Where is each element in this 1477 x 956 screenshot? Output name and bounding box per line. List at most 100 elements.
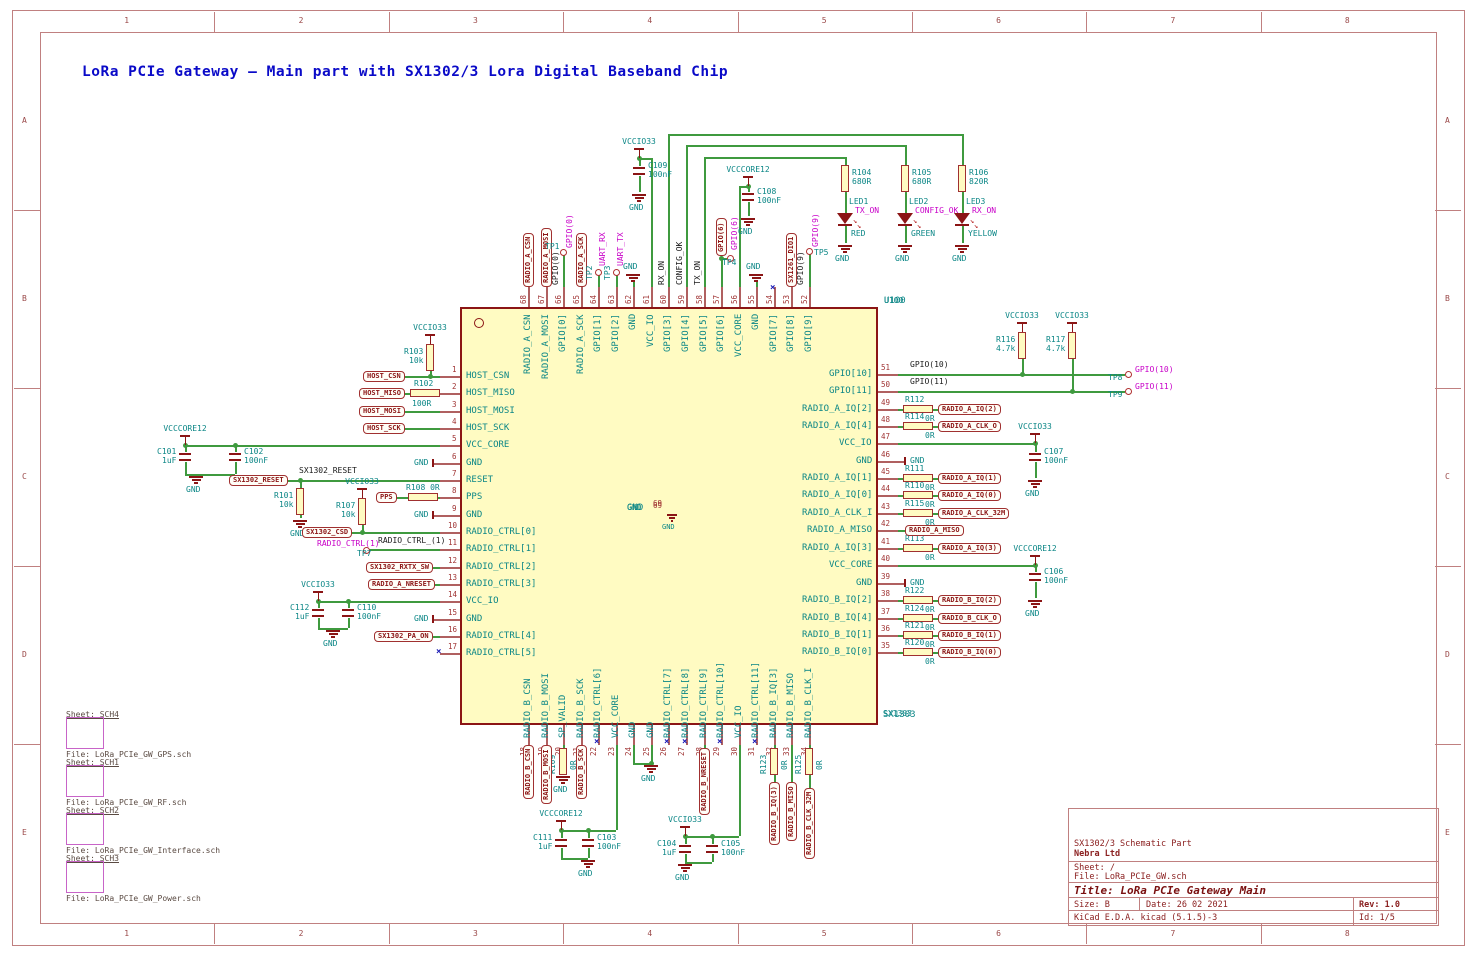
resistor-R103[interactable] <box>426 344 434 371</box>
capacitor-C110[interactable] <box>342 609 354 611</box>
power-flag-VCCIO33[interactable] <box>634 148 644 150</box>
hier-label-RADIO_A_CLK_32M[interactable]: RADIO_A_CLK_32M <box>938 507 1010 519</box>
hier-label-RADIO_A_IQ(2)[interactable]: RADIO_A_IQ(2) <box>938 403 1001 415</box>
power-flag-VCCIO33[interactable] <box>357 488 367 490</box>
hier-label-SX1302_CSD[interactable]: SX1302_CSD <box>302 526 353 538</box>
sheet-box[interactable] <box>66 717 104 749</box>
flag-label-UART_TX[interactable]: UART_TX <box>616 232 625 266</box>
gnd-symbol[interactable] <box>293 520 307 522</box>
hier-label-RADIO_B_CSN[interactable]: RADIO_B_CSN <box>523 744 534 799</box>
capacitor-C108[interactable] <box>742 193 754 195</box>
flag-label-GPIO(9)[interactable]: GPIO(9) <box>811 213 820 247</box>
pin-number[interactable]: 14 <box>448 590 458 599</box>
capacitor-C108[interactable] <box>742 199 754 201</box>
hier-label-RADIO_B_SCK[interactable]: RADIO_B_SCK <box>576 744 587 799</box>
testpoint[interactable] <box>559 248 567 256</box>
gnd-symbol[interactable] <box>581 860 595 862</box>
pin-number[interactable]: 68 <box>519 294 528 304</box>
hier-label-HOST_MISO[interactable]: HOST_MISO <box>359 387 405 399</box>
sheet-name[interactable]: Sheet: SCH3 <box>66 854 119 863</box>
pin-number[interactable]: 6 <box>452 452 457 461</box>
pin-number[interactable]: 24 <box>624 746 633 756</box>
net-label-GPIO(10)[interactable]: GPIO(10) <box>910 360 949 369</box>
testpoint[interactable] <box>1124 370 1132 378</box>
hier-label-RADIO_A_NRESET[interactable]: RADIO_A_NRESET <box>368 578 436 590</box>
hier-label-RADIO_B_MOSI[interactable]: RADIO_B_MOSI <box>541 745 552 804</box>
power-flag-VCCIO33[interactable] <box>1030 433 1040 435</box>
capacitor-C112[interactable] <box>312 609 324 611</box>
pin-number[interactable]: 56 <box>730 294 739 304</box>
pin-number[interactable]: 13 <box>448 573 458 582</box>
capacitor-C103[interactable] <box>582 845 594 847</box>
gnd-flag[interactable] <box>904 457 906 465</box>
pin-number[interactable]: 49 <box>881 398 891 407</box>
pin-number[interactable]: 60 <box>659 294 668 304</box>
capacitor-C102[interactable] <box>229 453 241 455</box>
pin-number[interactable]: 58 <box>695 294 704 304</box>
resistor-R109[interactable] <box>559 748 567 775</box>
pin-number[interactable]: 11 <box>448 538 458 547</box>
resistor-R102[interactable] <box>410 389 440 397</box>
resistor-R106[interactable] <box>958 165 966 192</box>
flag-label-GPIO(11)[interactable]: GPIO(11) <box>1135 382 1174 391</box>
pin-number[interactable]: 38 <box>881 589 891 598</box>
resistor-R113[interactable] <box>903 544 933 552</box>
gnd-symbol[interactable] <box>626 274 640 276</box>
capacitor-C103[interactable] <box>582 839 594 841</box>
hier-label-HOST_MOSI[interactable]: HOST_MOSI <box>359 405 405 417</box>
capacitor-C107[interactable] <box>1029 459 1041 461</box>
pin-number[interactable]: 36 <box>881 624 891 633</box>
hier-label-RADIO_B_CLK_O[interactable]: RADIO_B_CLK_O <box>938 612 1001 624</box>
sheet-name[interactable]: Sheet: SCH2 <box>66 806 119 815</box>
pin-number[interactable]: 39 <box>881 572 891 581</box>
pin-number[interactable]: 16 <box>448 625 458 634</box>
flag-label-GPIO(0)[interactable]: GPIO(0) <box>565 214 574 248</box>
resistor-R104[interactable] <box>841 165 849 192</box>
resistor-R124[interactable] <box>903 614 933 622</box>
gnd-symbol[interactable] <box>326 630 340 632</box>
gnd-symbol[interactable] <box>741 218 755 220</box>
capacitor-C105[interactable] <box>706 851 718 853</box>
hier-label-RADIO_B_IQ(1)[interactable]: RADIO_B_IQ(1) <box>938 629 1001 641</box>
hier-label-SX1302_PA_ON[interactable]: SX1302_PA_ON <box>374 630 433 642</box>
net-label-RX_ON[interactable]: RX_ON <box>657 260 666 285</box>
pin-number[interactable]: 45 <box>881 467 891 476</box>
capacitor-C109[interactable] <box>633 167 645 169</box>
resistor-R105[interactable] <box>901 165 909 192</box>
testpoint[interactable] <box>612 268 620 276</box>
hier-label-RADIO_A_CSN[interactable]: RADIO_A_CSN <box>523 232 534 287</box>
pin-number[interactable]: 63 <box>607 294 616 304</box>
resistor-R112[interactable] <box>903 405 933 413</box>
hier-label-RADIO_A_CLK_O[interactable]: RADIO_A_CLK_O <box>938 420 1001 432</box>
pin-number[interactable]: 22 <box>589 746 598 756</box>
capacitor-C102[interactable] <box>229 459 241 461</box>
capacitor-C105[interactable] <box>706 845 718 847</box>
pin-number[interactable]: 9 <box>452 504 457 513</box>
resistor-R125[interactable] <box>805 748 813 775</box>
pin-number[interactable]: 55 <box>747 294 756 304</box>
capacitor-C111[interactable] <box>555 839 567 841</box>
gnd-symbol[interactable] <box>678 864 692 866</box>
capacitor-C106[interactable] <box>1029 579 1041 581</box>
gnd-symbol[interactable] <box>556 776 570 778</box>
gnd-symbol[interactable] <box>955 245 969 247</box>
pin-number[interactable]: 51 <box>881 363 891 372</box>
capacitor-C106[interactable] <box>1029 573 1041 575</box>
gnd-symbol[interactable] <box>632 194 646 196</box>
net-label-SX1302_RESET[interactable]: SX1302_RESET <box>299 466 357 475</box>
gnd-symbol[interactable] <box>667 514 677 516</box>
testpoint[interactable] <box>1124 387 1132 395</box>
power-flag-VCCIO33[interactable] <box>425 334 435 336</box>
power-flag-VCCCORE12[interactable] <box>556 820 566 822</box>
sheet-box[interactable] <box>66 813 104 845</box>
hier-label-RADIO_B_IQ(2)[interactable]: RADIO_B_IQ(2) <box>938 594 1001 606</box>
pin-number[interactable]: 53 <box>782 294 791 304</box>
hier-label-SX1302_RXTX_SW[interactable]: SX1302_RXTX_SW <box>366 561 434 573</box>
resistor-R110[interactable] <box>903 491 933 499</box>
resistor-R123[interactable] <box>770 748 778 775</box>
testpoint[interactable] <box>594 268 602 276</box>
net-label-GPIO(0)[interactable]: GPIO(0) <box>551 251 560 285</box>
sheet-box[interactable] <box>66 765 104 797</box>
pin-number[interactable]: 44 <box>881 484 891 493</box>
gnd-symbol[interactable] <box>189 476 203 478</box>
